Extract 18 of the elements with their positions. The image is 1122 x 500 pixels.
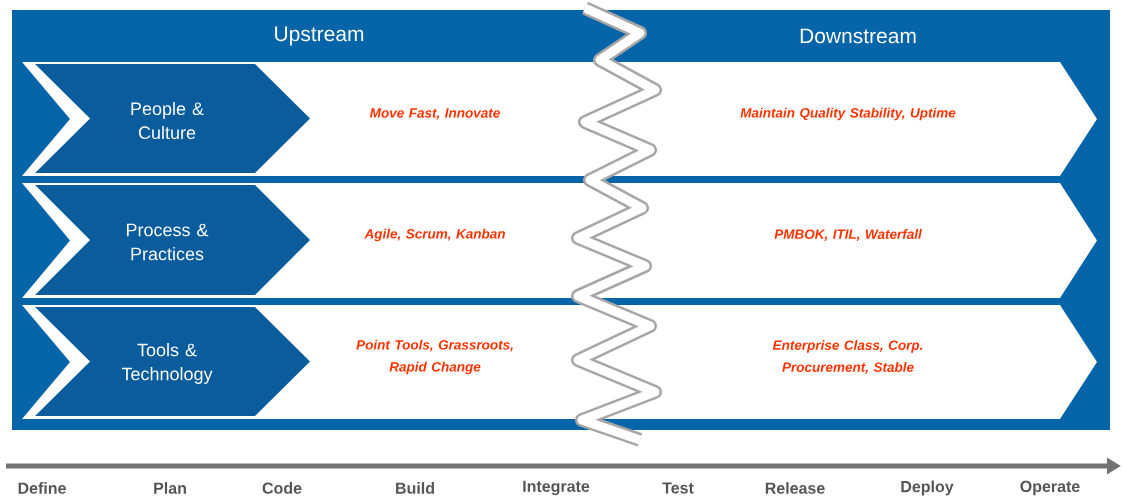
stage-label: Integrate — [523, 480, 590, 496]
row-text: Move Fast, Innovate — [370, 108, 500, 120]
row-text: Agile, Scrum, Kanban — [364, 228, 505, 242]
row-text: Point Tools, Grassroots, Rapid Change — [356, 339, 513, 375]
stage-label: Build — [396, 482, 434, 494]
category-banner: Tools & Technology — [35, 307, 310, 416]
stage-label: Plan — [154, 482, 186, 494]
stage-label: Release — [765, 482, 825, 494]
stage-label: Deploy — [901, 480, 954, 496]
row-text: Enterprise Class, Corp. Procurement, Stable — [772, 340, 923, 374]
row-text: Maintain Quality Stability, Uptime — [740, 107, 956, 121]
row-text: PMBOK, ITIL, Waterfall — [774, 229, 922, 241]
stage-label: Operate — [1020, 480, 1080, 496]
stage-label: Define — [18, 482, 66, 494]
stage-label: Code — [262, 482, 302, 494]
stage-label: Test — [662, 482, 694, 494]
category-banner: People & Culture — [35, 64, 310, 173]
category-banner: Process & Practices — [35, 185, 310, 295]
